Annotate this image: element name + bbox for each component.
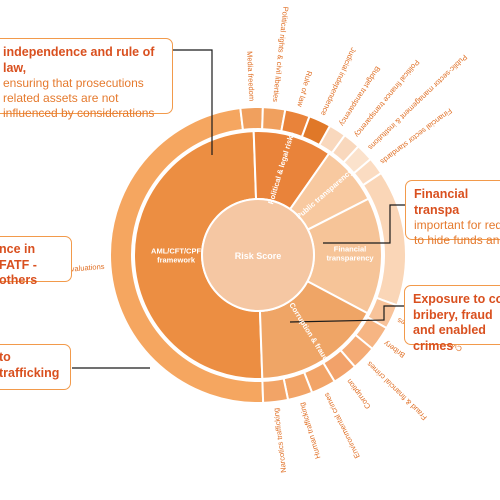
callout-financial-transparency: Financial transpa important for redu to …	[405, 180, 500, 247]
center-label: Risk Score	[235, 251, 282, 261]
outer-label-human-trafficking: Human trafficking	[297, 401, 322, 459]
connector-lines	[72, 49, 405, 369]
connector-exposure	[289, 305, 404, 323]
callout-body: nce in FATF - others	[0, 242, 38, 288]
center-layer: Risk Score	[201, 198, 315, 312]
callout-line-1: to	[0, 350, 11, 364]
outer-label-rule-of-law: Rule of law	[295, 70, 314, 109]
outer-label-environmental-crimes: Environmental crimes	[322, 391, 362, 460]
callout-exposure-corruption: Exposure to corr bribery, fraud and enab…	[404, 285, 500, 353]
callout-title: independence and rule of law,	[3, 45, 155, 75]
callout-fatf-compliance: nce in FATF - others	[0, 236, 72, 287]
outer-label-media-freedom: Media freedom	[245, 51, 256, 101]
connector-independence	[172, 49, 213, 155]
center-circle[interactable]	[201, 198, 315, 312]
callout-independence-rule-of-law: independence and rule of law, ensuring t…	[0, 38, 173, 120]
callout-title: Exposure to corr bribery, fraud and enab…	[413, 292, 500, 353]
callout-body: important for redu to hide funds and	[414, 218, 500, 248]
outer-label-political-rights-and-civil-liberties: Political rights & civil liberties	[271, 6, 290, 103]
callout-title: Financial transpa	[414, 187, 469, 217]
outer-label-corruption: Corruption	[345, 377, 373, 411]
connector-financial	[323, 204, 405, 244]
outer-label-bribery: Bribery	[382, 339, 407, 360]
outer-label-narcotics-trafficking: Narcotics trafficking	[271, 407, 288, 473]
callout-body: ensuring that prosecutions related asset…	[3, 76, 155, 121]
callout-trafficking: to trafficking	[0, 344, 71, 390]
outer-segment-media-freedom[interactable]	[239, 106, 264, 132]
wedges-layer	[109, 106, 407, 404]
callout-line-2: trafficking	[0, 365, 60, 380]
outer-segment-narcotics-trafficking[interactable]	[261, 377, 290, 404]
outer-label-fraud-and-financial-crimes: Fraud & financial crimes	[365, 359, 429, 422]
